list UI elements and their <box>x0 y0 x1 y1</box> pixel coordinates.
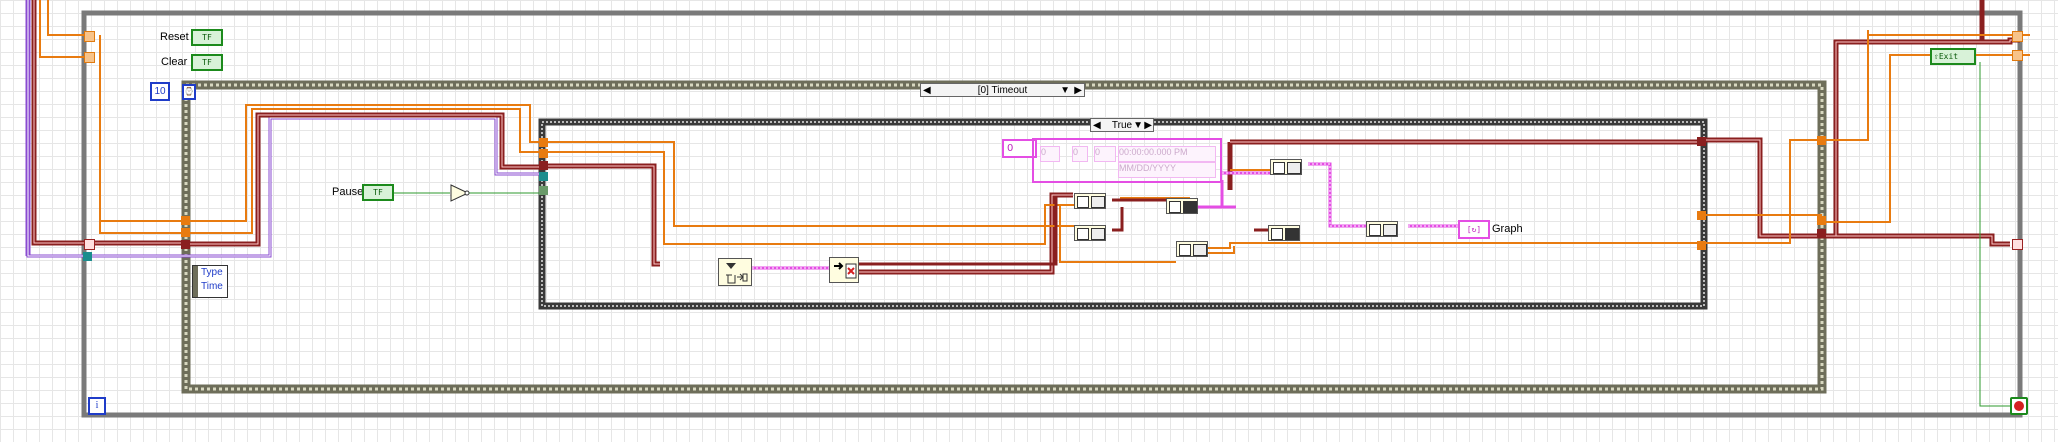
reset-button-terminal[interactable]: TF <box>191 29 223 46</box>
case-selector[interactable]: ◀ True ▼ ▶ <box>1090 118 1154 132</box>
array-insert-icon <box>834 262 857 279</box>
event-tunnel[interactable] <box>1817 136 1826 145</box>
event-tunnel[interactable] <box>1817 229 1826 238</box>
reset-label: Reset <box>160 31 189 43</box>
stop-icon <box>2014 401 2024 411</box>
timestamp-constant[interactable]: 0 0 0 00:00:00.000 PM MM/DD/YYYY <box>1032 138 1222 183</box>
build-array-node-2[interactable] <box>1074 225 1106 241</box>
graph-indicator-terminal[interactable]: [↻] <box>1458 220 1490 239</box>
not-function-icon[interactable] <box>450 184 470 202</box>
case-tunnel[interactable] <box>539 138 548 147</box>
tick-count-node[interactable] <box>718 258 752 286</box>
ts-field-1[interactable]: 0 <box>1040 146 1060 162</box>
exit-button-terminal[interactable]: ⇧Exit <box>1930 48 1976 65</box>
clear-button-terminal[interactable]: TF <box>191 54 223 71</box>
ts-field-3[interactable]: 0 <box>1094 146 1116 162</box>
build-array-node-1[interactable] <box>1074 193 1106 209</box>
clear-label: Clear <box>161 56 188 68</box>
event-data-type[interactable]: Type <box>201 267 223 278</box>
loop-stop-terminal[interactable] <box>2010 397 2028 415</box>
loop-shift-register-left[interactable] <box>84 31 95 42</box>
ts-field-2[interactable]: 0 <box>1072 146 1088 162</box>
event-data-node[interactable]: Type Time <box>192 265 228 298</box>
case-tunnel[interactable] <box>1697 241 1706 250</box>
case-selector-terminal[interactable] <box>539 186 548 195</box>
build-array-node-4[interactable] <box>1270 159 1302 175</box>
timeout-terminal-icon: ⌚ <box>182 84 196 100</box>
event-tunnel[interactable] <box>1817 216 1826 225</box>
event-data-time[interactable]: Time <box>201 281 223 292</box>
selector-left-arrow[interactable]: ◀ <box>923 85 931 96</box>
exit-icon: ⇧ <box>1934 52 1939 61</box>
boolean-wires <box>392 62 2010 407</box>
while-loop-border <box>81 10 2023 418</box>
array-wires <box>31 0 2020 275</box>
insert-into-array-node-2[interactable] <box>1268 225 1300 241</box>
pause-button-terminal[interactable]: TF <box>362 184 394 201</box>
case-dropdown-arrow[interactable]: ▼ <box>1133 120 1143 131</box>
event-case-selector[interactable]: ◀ [0] Timeout ▼ ▶ <box>920 83 1085 97</box>
case-tunnel[interactable] <box>539 172 548 181</box>
loop-shift-register-right[interactable] <box>2012 50 2023 61</box>
bundle-node[interactable] <box>1366 221 1398 237</box>
hourglass-icon <box>726 263 748 284</box>
pause-label: Pause <box>332 186 364 198</box>
case-left-arrow[interactable]: ◀ <box>1093 120 1101 131</box>
numeric-wires <box>39 0 2030 263</box>
zero-constant[interactable]: 0 <box>1002 139 1037 158</box>
case-tunnel[interactable] <box>539 149 548 158</box>
build-array-node-3[interactable] <box>1176 241 1208 257</box>
insert-into-array-node-1[interactable] <box>1166 198 1198 214</box>
array-replace-node[interactable] <box>829 257 859 283</box>
loop-iteration-terminal[interactable]: i <box>88 397 106 415</box>
loop-tunnel[interactable] <box>83 252 92 261</box>
case-tunnel[interactable] <box>1697 137 1706 146</box>
event-tunnel[interactable] <box>181 216 190 225</box>
loop-shift-register-right[interactable] <box>2012 31 2023 42</box>
event-tunnel[interactable] <box>181 228 190 237</box>
timeout-constant[interactable]: 10 <box>150 82 170 101</box>
ts-time-text[interactable]: 00:00:00.000 PM <box>1118 146 1216 162</box>
case-right-arrow[interactable]: ▶ <box>1144 120 1152 131</box>
loop-shift-register-right[interactable] <box>2012 239 2023 250</box>
loop-shift-register-left[interactable] <box>84 52 95 63</box>
selector-right-arrow[interactable]: ▶ <box>1074 85 1082 96</box>
graph-label: Graph <box>1492 223 1523 235</box>
event-structure-frame <box>181 80 1827 394</box>
case-tunnel[interactable] <box>1697 211 1706 220</box>
event-tunnel[interactable] <box>181 240 190 249</box>
ts-date-text[interactable]: MM/DD/YYYY <box>1118 162 1216 178</box>
cluster-wires <box>25 0 546 258</box>
loop-shift-register-left[interactable] <box>84 239 95 250</box>
selector-dropdown-arrow[interactable]: ▼ <box>1060 85 1070 96</box>
case-tunnel[interactable] <box>539 161 548 170</box>
